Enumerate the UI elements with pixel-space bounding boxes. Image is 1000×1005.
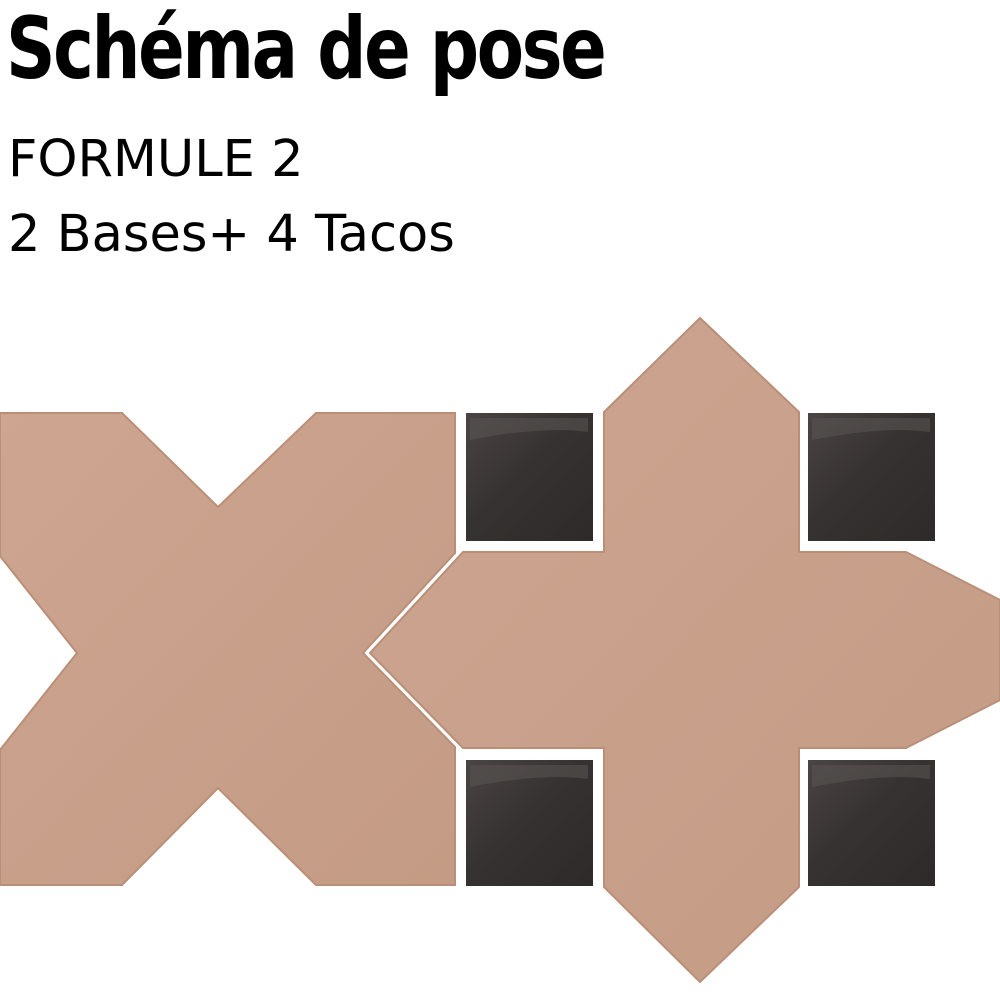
taco-glaze-highlight [470, 765, 588, 787]
composition-label: 2 Bases+ 4 Tacos [8, 205, 455, 264]
page-title: Schéma de pose [6, 0, 607, 99]
base-tile-plus [368, 316, 1000, 984]
tile-layout-diagram [0, 300, 1000, 1001]
taco-glaze-highlight [470, 418, 588, 440]
taco-glaze-highlight [812, 765, 930, 787]
formula-label: FORMULE 2 [8, 130, 304, 189]
base-tile-x [0, 412, 456, 886]
taco-glaze-highlight [812, 418, 930, 440]
tile-layout-svg [0, 316, 1000, 984]
